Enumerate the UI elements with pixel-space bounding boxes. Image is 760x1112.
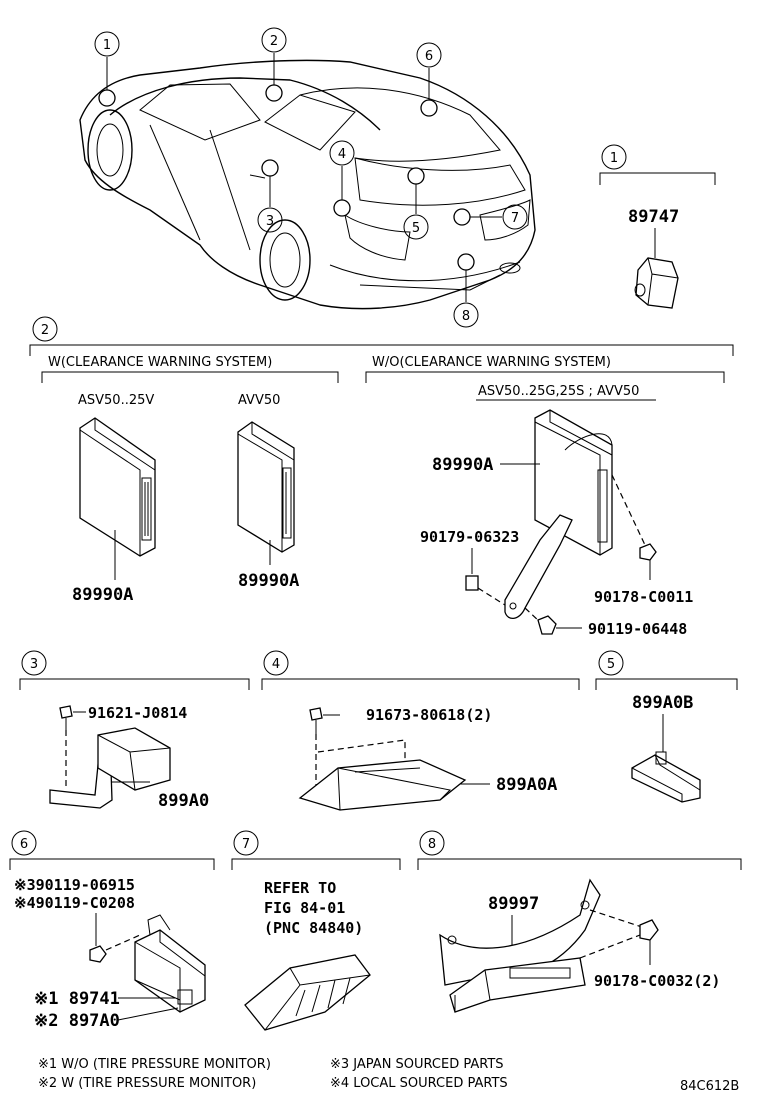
car-callouts: 1 2 3 4 5 6 7 8: [94, 27, 528, 328]
section-4: 4 91673-80618(2) 899A0A: [261, 650, 580, 811]
part-89747: 89747: [628, 207, 679, 227]
ecu-module-a: [79, 417, 156, 580]
svg-text:90178-C0032(2): 90178-C0032(2): [594, 972, 720, 990]
section-5: 5 899A0B: [595, 650, 738, 803]
car-illustration: [79, 59, 536, 310]
part-89990A-c: 89990A: [432, 455, 493, 475]
svg-text:6: 6: [20, 837, 28, 852]
svg-text:REFER TO: REFER TO: [264, 879, 336, 897]
svg-text:2: 2: [270, 34, 278, 49]
svg-text:8: 8: [428, 837, 436, 852]
part-899A0B: 899A0B: [632, 693, 693, 713]
section-3: 3 91621-J0814 899A0: [19, 650, 250, 811]
svg-text:90119-06448: 90119-06448: [588, 620, 687, 638]
part-89990A-a: 89990A: [72, 585, 133, 605]
svg-text:91621-J0814: 91621-J0814: [88, 704, 187, 722]
section-7: 7 REFER TO FIG 84-01 (PNC 84840): [231, 830, 401, 1031]
svg-text:91673-80618(2): 91673-80618(2): [366, 706, 492, 724]
section-6: 6 ※390119-06915 ※490119-C0208 ※1 89741 ※…: [9, 830, 215, 1031]
svg-text:ASV50..25V: ASV50..25V: [78, 393, 154, 408]
svg-text:3: 3: [266, 214, 274, 229]
section-8: 8 89997 90178-C0032(2): [417, 830, 742, 1013]
svg-text:※4 LOCAL SOURCED PARTS: ※4 LOCAL SOURCED PARTS: [330, 1076, 508, 1091]
svg-text:5: 5: [412, 221, 420, 236]
svg-text:※3 JAPAN SOURCED PARTS: ※3 JAPAN SOURCED PARTS: [330, 1057, 504, 1072]
svg-text:4: 4: [272, 657, 280, 672]
svg-text:(PNC 84840): (PNC 84840): [264, 919, 363, 937]
svg-text:8: 8: [462, 309, 470, 324]
section-2: 2 W(CLEARANCE WARNING SYSTEM) W/O(CLEARA…: [29, 316, 734, 638]
part-89997: 89997: [488, 894, 539, 914]
svg-text:3: 3: [30, 657, 38, 672]
svg-text:90179-06323: 90179-06323: [420, 528, 519, 546]
without-clearance-label: W/O(CLEARANCE WARNING SYSTEM): [372, 355, 611, 370]
figure-code: 84C612B: [680, 1079, 739, 1094]
ecu-module-c: [504, 409, 613, 619]
svg-text:FIG 84-01: FIG 84-01: [264, 899, 345, 917]
with-clearance-label: W(CLEARANCE WARNING SYSTEM): [48, 355, 272, 370]
svg-text:6: 6: [425, 49, 433, 64]
part-89990A-b: 89990A: [238, 571, 299, 591]
svg-text:5: 5: [607, 657, 615, 672]
ecu-module-b: [237, 421, 295, 565]
part-899A0A: 899A0A: [496, 775, 557, 795]
svg-text:AVV50: AVV50: [238, 393, 280, 408]
svg-text:1: 1: [610, 151, 618, 166]
svg-text:7: 7: [242, 837, 250, 852]
svg-text:※1 89741: ※1 89741: [34, 989, 120, 1009]
svg-text:※1 W/O (TIRE PRESSURE MONITOR: ※1 W/O (TIRE PRESSURE MONITOR): [38, 1057, 271, 1072]
svg-text:7: 7: [511, 211, 519, 226]
svg-text:※2 W (TIRE PRESSURE MONITOR): ※2 W (TIRE PRESSURE MONITOR): [38, 1076, 256, 1091]
part-899A0: 899A0: [158, 791, 209, 811]
section-1: 1 89747: [599, 144, 716, 309]
svg-text:※390119-06915: ※390119-06915: [14, 876, 135, 894]
svg-text:※490119-C0208: ※490119-C0208: [14, 894, 135, 912]
svg-text:1: 1: [103, 38, 111, 53]
svg-text:90178-C0011: 90178-C0011: [594, 588, 693, 606]
svg-text:2: 2: [41, 323, 49, 338]
svg-text:※2 897A0: ※2 897A0: [34, 1011, 120, 1031]
svg-text:4: 4: [338, 147, 346, 162]
svg-text:ASV50..25G,25S ; AVV50: ASV50..25G,25S ; AVV50: [478, 384, 639, 399]
footnotes: ※1 W/O (TIRE PRESSURE MONITOR) ※2 W (TIR…: [38, 1057, 739, 1094]
